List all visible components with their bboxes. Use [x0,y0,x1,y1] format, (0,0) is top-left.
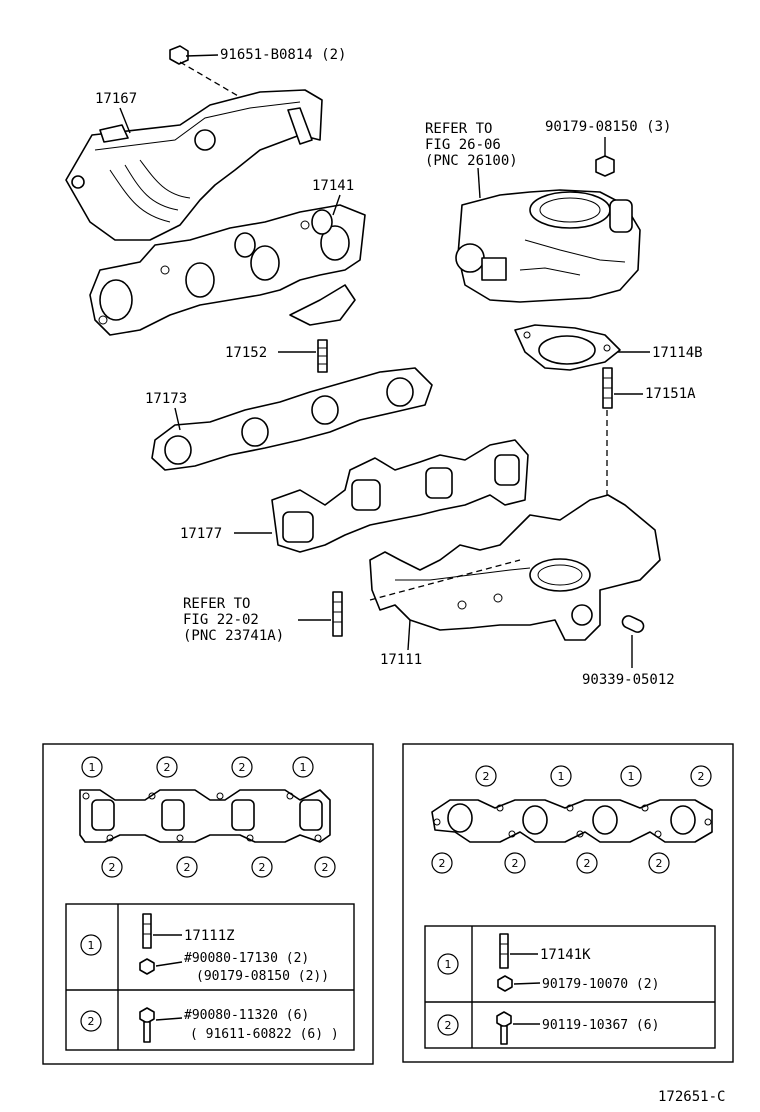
svg-text:( 91611-60822 (6) ): ( 91611-60822 (6) ) [190,1027,339,1042]
nut-90179-label: 90179-08150 (3) [545,119,671,135]
left-top-marks: 1 2 2 1 [81,756,314,778]
svg-text:2: 2 [483,770,490,783]
svg-text:1: 1 [558,770,565,783]
bolt-91651-part [169,45,246,101]
svg-text:(90179-08150 (2)): (90179-08150 (2)) [196,969,329,984]
svg-text:1: 1 [628,770,635,783]
gasket-17114b-part [514,324,621,371]
refer-fig26-line2: FIG 26-06 [425,137,501,153]
svg-text:2: 2 [439,857,446,870]
svg-text:17141K: 17141K [540,947,591,963]
stud-fig22-part [332,591,343,637]
gasket-17177-part [271,439,529,553]
refer-fig26-line3: (PNC 26100) [425,153,518,169]
svg-text:#90080-17130 (2): #90080-17130 (2) [184,951,309,966]
figure-code: 172651-C [658,1089,725,1105]
gasket-17114b-label: 17114B [652,345,703,361]
right-top-marks: 2 1 1 2 [475,765,712,787]
exhaust-manifold-part [89,204,366,336]
gasket-17173-part [151,367,433,471]
gasket-17173-label: 17173 [145,391,187,407]
svg-text:2: 2 [88,1015,95,1028]
bolt-91651-label: 91651-B0814 (2) [220,47,346,63]
refer-fig22-line1: REFER TO [183,596,250,612]
heat-insulator-part [65,89,323,241]
stud-17151a-part [602,367,613,409]
svg-text:1: 1 [445,958,452,971]
svg-text:2: 2 [259,861,266,874]
left-row-2: 2 #90080-11320 (6) ( 91611-60822 (6) ) [80,1007,339,1043]
svg-text:17111Z: 17111Z [184,928,235,944]
refer-fig26-line1: REFER TO [425,121,492,137]
svg-text:2: 2 [164,761,171,774]
svg-text:90179-10070 (2): 90179-10070 (2) [542,977,659,992]
right-row-1: 1 17141K 90179-10070 (2) [437,933,659,992]
svg-text:2: 2 [239,761,246,774]
heat-insulator-label: 17167 [95,91,137,107]
svg-text:2: 2 [184,861,191,874]
throttle-body-part [455,189,641,303]
plug-part [621,615,645,633]
svg-text:2: 2 [656,857,663,870]
svg-text:1: 1 [89,761,96,774]
stud-17152-part [317,339,328,373]
svg-text:2: 2 [445,1019,452,1032]
right-row-2: 2 90119-10367 (6) [437,1011,659,1045]
right-tightening-box: 2 1 1 2 2 2 2 2 1 [402,743,734,1063]
svg-text:2: 2 [698,770,705,783]
right-gasket-sketch [431,799,713,843]
svg-text:2: 2 [584,857,591,870]
stud-17152-label: 17152 [225,345,267,361]
nut-90179-part [595,155,615,177]
left-gasket-sketch [79,789,331,843]
left-tightening-box: 1 2 2 1 2 2 2 2 1 [42,743,374,1065]
svg-text:2: 2 [109,861,116,874]
refer-fig22-line3: (PNC 23741A) [183,628,284,644]
left-row-1: 1 17111Z #90080-17130 (2) (90179-08150 (… [80,913,329,984]
right-bottom-marks: 2 2 2 2 [431,852,670,874]
gasket-17177-label: 17177 [180,526,222,542]
svg-text:2: 2 [322,861,329,874]
intake-manifold-label: 17111 [380,652,422,668]
svg-text:90119-10367 (6): 90119-10367 (6) [542,1018,659,1033]
svg-text:1: 1 [88,939,95,952]
exhaust-manifold-label: 17141 [312,178,354,194]
intake-manifold-part [369,494,661,641]
refer-fig22-line2: FIG 22-02 [183,612,259,628]
svg-text:1: 1 [300,761,307,774]
svg-text:#90080-11320 (6): #90080-11320 (6) [184,1008,309,1023]
left-bottom-marks: 2 2 2 2 [101,856,336,878]
stud-17151a-label: 17151A [645,386,696,402]
svg-text:2: 2 [512,857,519,870]
plug-label: 90339-05012 [582,672,675,688]
